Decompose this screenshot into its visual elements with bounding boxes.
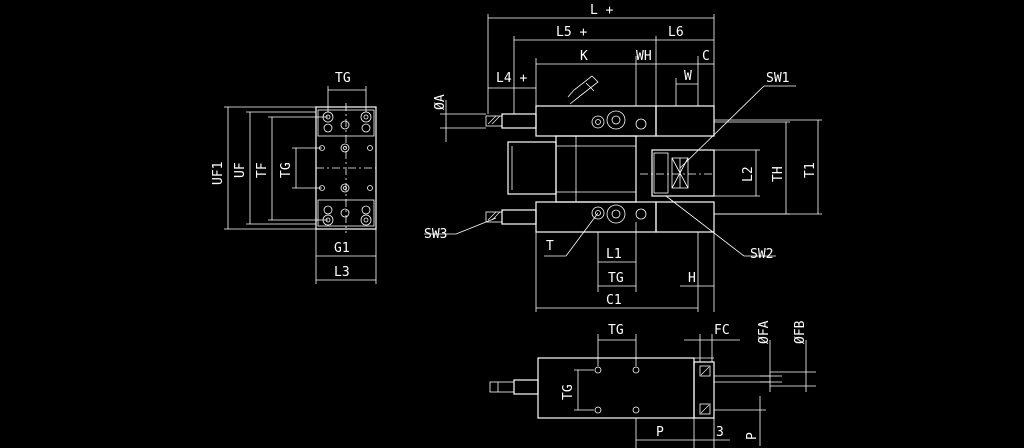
dim-label-phiFA: ØFA	[757, 320, 772, 344]
dim-label-phiFB: ØFB	[793, 320, 808, 344]
label-SW1: SW1	[766, 71, 789, 86]
dim-label-G1: G1	[334, 241, 350, 256]
top-view: L + L5 + L6 K WH C W L4 + ØA SW1	[424, 3, 822, 312]
dim-label-L5: L5 +	[556, 25, 587, 40]
dim-label-L1: L1	[606, 247, 622, 262]
dim-label-UF1: UF1	[211, 162, 226, 185]
label-T: T	[546, 239, 554, 254]
dim-label-TG-side-top: TG	[608, 323, 624, 338]
dim-label-C: C	[702, 49, 710, 64]
dim-label-TG-side-left: TG	[561, 384, 576, 400]
dim-label-TG-top: TG	[335, 71, 351, 86]
dim-label-C1: C1	[606, 293, 622, 308]
dim-label-TH: TH	[771, 166, 786, 182]
dim-label-W: W	[684, 69, 692, 84]
dim-label-phiA: ØA	[433, 94, 448, 110]
end-view: TG UF1 UF TF TG G1 L3	[211, 71, 377, 284]
label-SW2: SW2	[750, 247, 773, 262]
dim-label-K: K	[580, 49, 588, 64]
dim-label-TG-left: TG	[279, 162, 294, 178]
dim-label-L3: L3	[334, 265, 350, 280]
dim-label-3: 3	[716, 425, 724, 440]
dim-label-H: H	[688, 271, 696, 286]
label-SW3: SW3	[424, 227, 447, 242]
dim-label-FC: FC	[714, 323, 730, 338]
dim-label-TG-bottom: TG	[608, 271, 624, 286]
dim-label-L: L +	[590, 3, 614, 18]
dim-label-TF: TF	[255, 162, 270, 178]
dim-label-P-right: P	[745, 432, 760, 440]
dim-label-UF: UF	[233, 162, 248, 178]
dim-label-WH: WH	[636, 49, 652, 64]
dim-label-P-bottom: P	[656, 425, 664, 440]
dim-label-T1: T1	[803, 162, 818, 178]
side-view: TG TG FC ØFA ØFB P 3 P	[489, 320, 816, 448]
dim-label-L4: L4 +	[496, 71, 527, 86]
dim-label-L2: L2	[741, 166, 756, 182]
dim-label-L6: L6	[668, 25, 684, 40]
